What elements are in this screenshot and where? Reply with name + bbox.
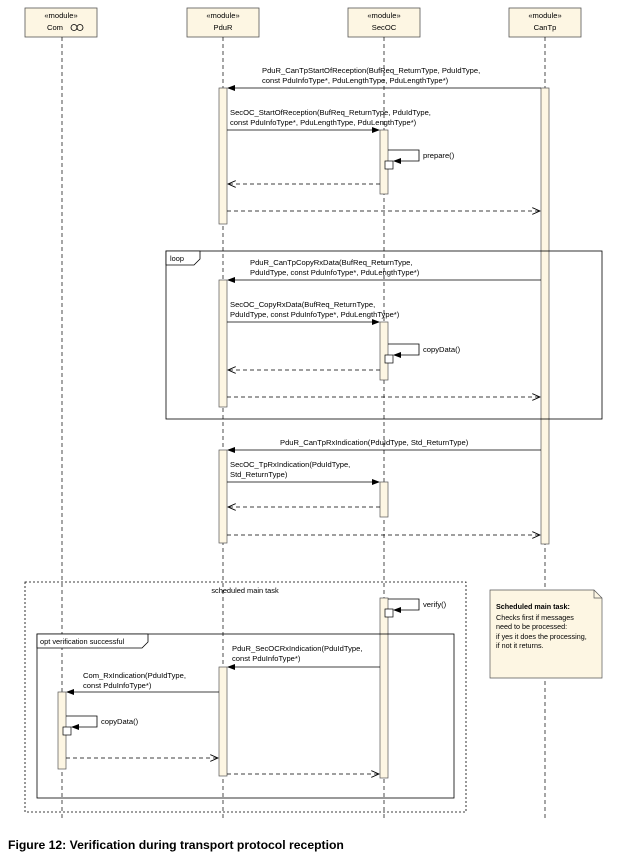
svg-text:prepare(): prepare() [423, 151, 455, 160]
com-stereotype: «module» [44, 11, 77, 20]
message-secoc-copy-rx-data: SecOC_CopyRxData(BufReq_ReturnType, PduI… [227, 300, 400, 325]
component-icon [70, 24, 84, 31]
svg-text:Std_ReturnType): Std_ReturnType) [230, 470, 288, 479]
svg-text:copyData(): copyData() [423, 345, 461, 354]
message-com-rx-indication: Com_RxIndication(PduIdType, const PduInf… [66, 671, 219, 695]
svg-text:PduR_SecOCRxIndication(PduIdTy: PduR_SecOCRxIndication(PduIdType, [232, 644, 362, 653]
lifeline-com-header: «module» Com [24, 7, 98, 38]
note-line-2: need to be processed: [496, 622, 567, 631]
activation-pdur-4 [218, 666, 228, 777]
svg-text:copyData(): copyData() [101, 717, 139, 726]
message-copydata-com: copyData() [66, 715, 139, 730]
note-line-3: if yes it does the processing, [496, 632, 587, 641]
cantp-stereotype: «module» [528, 11, 561, 20]
svg-text:const PduInfoType*, PduLengthT: const PduInfoType*, PduLengthType, PduLe… [262, 76, 449, 85]
svg-text:Com_RxIndication(PduIdType,: Com_RxIndication(PduIdType, [83, 671, 186, 680]
scheduled-label: scheduled main task [211, 586, 279, 595]
message-pdur-cantp-start-of-reception: PduR_CanTpStartOfReception(BufReq_Return… [227, 66, 541, 91]
pdur-name: PduR [214, 23, 234, 32]
svg-text:PduR_CanTpRxIndication(PduIdTy: PduR_CanTpRxIndication(PduIdType, Std_Re… [280, 438, 469, 447]
loop-label: loop [170, 254, 184, 263]
note-scheduled-main-task: Scheduled main task: Checks first if mes… [489, 589, 603, 679]
note-line-1: Checks first if messages [496, 613, 574, 622]
svg-text:PduR_CanTpStartOfReception(Buf: PduR_CanTpStartOfReception(BufReq_Return… [262, 66, 480, 75]
svg-text:SecOC_CopyRxData(BufReq_Return: SecOC_CopyRxData(BufReq_ReturnType, [230, 300, 375, 309]
lifelines [61, 37, 546, 820]
svg-text:SecOC_TpRxIndication(PduIdType: SecOC_TpRxIndication(PduIdType, [230, 460, 350, 469]
message-pdur-secoc-rx-indication: PduR_SecOCRxIndication(PduIdType, const … [227, 644, 380, 670]
svg-text:PduR_CanTpCopyRxData(BufReq_Re: PduR_CanTpCopyRxData(BufReq_ReturnType, [250, 258, 413, 267]
secoc-stereotype: «module» [367, 11, 400, 20]
note-title: Scheduled main task: [496, 602, 570, 611]
svg-text:const PduInfoType*): const PduInfoType*) [232, 654, 301, 663]
activations [57, 87, 550, 779]
svg-text:const PduInfoType*, PduLengthT: const PduInfoType*, PduLengthType, PduLe… [230, 118, 417, 127]
message-pdur-cantp-rx-indication: PduR_CanTpRxIndication(PduIdType, Std_Re… [227, 438, 541, 453]
com-name: Com [47, 23, 63, 32]
message-secoc-start-of-reception: SecOC_StartOfReception(BufReq_ReturnType… [227, 108, 431, 133]
activation-pdur-1 [218, 87, 228, 225]
activation-secoc-4 [379, 597, 389, 779]
svg-text:PduIdType, const PduInfoType*,: PduIdType, const PduInfoType*, PduLength… [250, 268, 420, 277]
lifeline-secoc-header: «module» SecOC [347, 7, 421, 38]
message-secoc-tp-rx-indication: SecOC_TpRxIndication(PduIdType, Std_Retu… [227, 460, 380, 485]
lifeline-pdur-header: «module» PduR [186, 7, 260, 38]
activation-pdur-2 [218, 279, 228, 408]
loop-fragment: loop [165, 250, 603, 420]
activation-cantp [540, 87, 550, 545]
pdur-stereotype: «module» [206, 11, 239, 20]
svg-text:const PduInfoType*): const PduInfoType*) [83, 681, 152, 690]
secoc-name: SecOC [372, 23, 397, 32]
self-activations [62, 160, 394, 736]
message-pdur-cantp-copy-rx-data: PduR_CanTpCopyRxData(BufReq_ReturnType, … [227, 258, 541, 283]
svg-text:SecOC_StartOfReception(BufReq_: SecOC_StartOfReception(BufReq_ReturnType… [230, 108, 431, 117]
figure-caption: Figure 12: Verification during transport… [8, 838, 344, 852]
scheduled-fragment: scheduled main task [24, 581, 467, 813]
message-verify: verify() [388, 598, 447, 613]
opt-label: opt verification successful [40, 637, 125, 646]
activation-secoc-2 [379, 321, 389, 381]
note-line-4: if not it returns. [496, 641, 544, 650]
activation-secoc-3 [379, 481, 389, 518]
svg-text:PduIdType, const PduInfoType*,: PduIdType, const PduInfoType*, PduLength… [230, 310, 400, 319]
cantp-name: CanTp [534, 23, 557, 32]
activation-pdur-3 [218, 449, 228, 544]
svg-text:verify(): verify() [423, 600, 447, 609]
message-copydata-secoc: copyData() [388, 343, 461, 358]
message-prepare: prepare() [388, 149, 455, 164]
opt-fragment: opt verification successful [36, 633, 455, 799]
lifeline-cantp-header: «module» CanTp [508, 7, 582, 38]
